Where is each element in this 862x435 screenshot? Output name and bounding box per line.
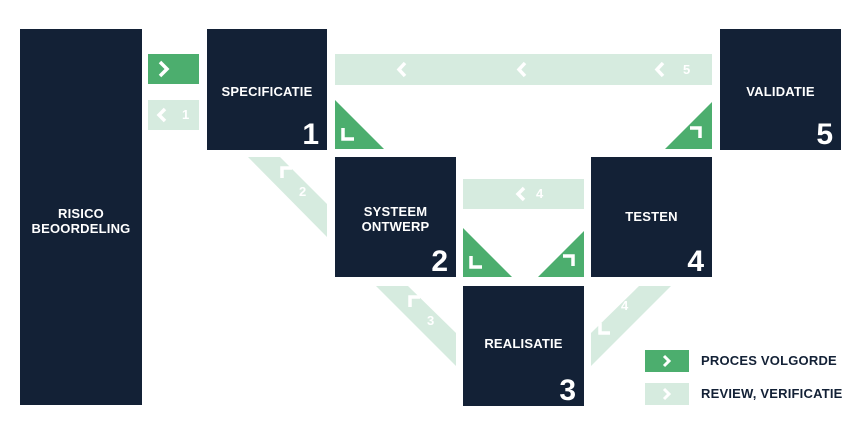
testen-number: 4: [687, 245, 704, 278]
realisatie-box: REALISATIE 3: [463, 286, 584, 406]
testen-box: TESTEN 4: [591, 157, 712, 277]
chevron-right-icon: [158, 60, 170, 78]
review-step-number: 3: [427, 313, 435, 328]
validatie-number: 5: [816, 118, 833, 151]
legend-review-swatch: [645, 383, 689, 405]
process-arrow-spec-to-systeem: [335, 100, 384, 149]
process-arrow-systeem-to-realisatie: [463, 228, 512, 277]
review-arrow-1: 1: [148, 100, 199, 130]
specificatie-box: SPECIFICATIE 1: [207, 29, 327, 150]
chevron-right-icon: [662, 387, 672, 401]
chevron-left-icon: [156, 107, 167, 123]
review-band-4: 4: [463, 179, 584, 209]
review-step-number: 2: [299, 184, 307, 199]
corner-arrow-icon: [598, 323, 610, 335]
systeem-ontwerp-label: SYSTEEM ONTWERP: [361, 204, 430, 234]
testen-label: TESTEN: [625, 209, 678, 224]
process-arrow-testen-to-validatie: [665, 102, 712, 149]
realisatie-label: REALISATIE: [484, 336, 563, 351]
corner-arrow-icon: [690, 126, 702, 138]
review-band-5: 5: [335, 54, 712, 85]
specificatie-number: 1: [302, 118, 319, 151]
review-step-number: 4: [621, 298, 629, 313]
corner-arrow-icon: [563, 254, 575, 266]
systeem-ontwerp-box: SYSTEEM ONTWERP 2: [335, 157, 456, 277]
process-arrow-risico-to-spec: [148, 54, 199, 84]
corner-arrow-icon: [280, 166, 292, 178]
review-arrow-3: [376, 286, 456, 366]
chevron-left-icon: [396, 61, 665, 78]
validatie-label: VALIDATIE: [746, 84, 815, 99]
specificatie-label: SPECIFICATIE: [221, 84, 313, 99]
review-step-number: 4: [536, 186, 544, 201]
review-arrow-4-diag: [591, 286, 671, 366]
review-step-number: 5: [683, 62, 691, 77]
chevron-left-icon: [515, 186, 526, 202]
systeem-ontwerp-number: 2: [431, 245, 448, 278]
realisatie-number: 3: [559, 374, 576, 407]
review-step-number: 1: [182, 107, 190, 122]
risico-beoordeling-label: RISICO BEOORDELING: [31, 206, 131, 236]
review-arrow-2: [248, 157, 327, 237]
process-arrow-realisatie-to-testen: [538, 231, 584, 277]
corner-arrow-icon: [341, 128, 354, 141]
risico-beoordeling-box: RISICO BEOORDELING: [20, 29, 142, 405]
legend-process-swatch: [645, 350, 689, 372]
legend-process-label: PROCES VOLGORDE: [701, 353, 837, 368]
chevron-right-icon: [662, 354, 672, 368]
validatie-box: VALIDATIE 5: [720, 29, 841, 150]
legend-review-label: REVIEW, VERIFICATIE: [701, 386, 843, 401]
corner-arrow-icon: [469, 256, 482, 269]
corner-arrow-icon: [408, 295, 420, 307]
